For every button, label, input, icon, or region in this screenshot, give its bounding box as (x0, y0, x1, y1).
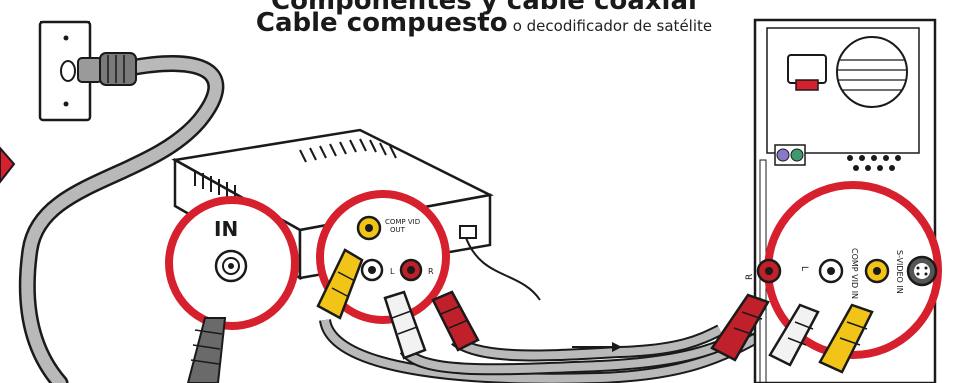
label-pc-right: R (745, 274, 755, 280)
rca-plug-red-right (710, 293, 770, 362)
callout-in: IN (165, 196, 299, 330)
rca-plug-yellow-right (818, 303, 874, 374)
label-comp-vid-in: COMP VID IN (850, 248, 859, 299)
red-arrow-icon (0, 146, 16, 184)
label-comp-vid-out-1: COMP VID (385, 218, 420, 226)
label-comp-vid-out-2: OUT (390, 226, 406, 234)
rca-plug-white-left (383, 290, 427, 360)
title-rest: o decodificador de satélite (512, 17, 713, 35)
label-out-left: L (390, 267, 395, 276)
title-partial-line: Componentes y cable coaxial (271, 0, 697, 16)
direction-arrow-icon (572, 342, 622, 352)
label-in: IN (214, 217, 238, 241)
rca-plug-white-right (768, 303, 820, 367)
wall-outlet (38, 20, 92, 122)
coax-cable (18, 52, 225, 383)
label-out-right: R (428, 267, 434, 276)
label-svideo-in: S-VIDEO IN (895, 250, 904, 294)
rca-plug-yellow-left (316, 248, 364, 320)
diagram-title: Cable compuesto o decodificador de satél… (0, 8, 968, 38)
rca-plug-red-left (431, 290, 480, 352)
title-bold: Cable compuesto (255, 8, 508, 38)
label-pc-left: L (799, 266, 809, 271)
coax-plug (186, 317, 227, 383)
